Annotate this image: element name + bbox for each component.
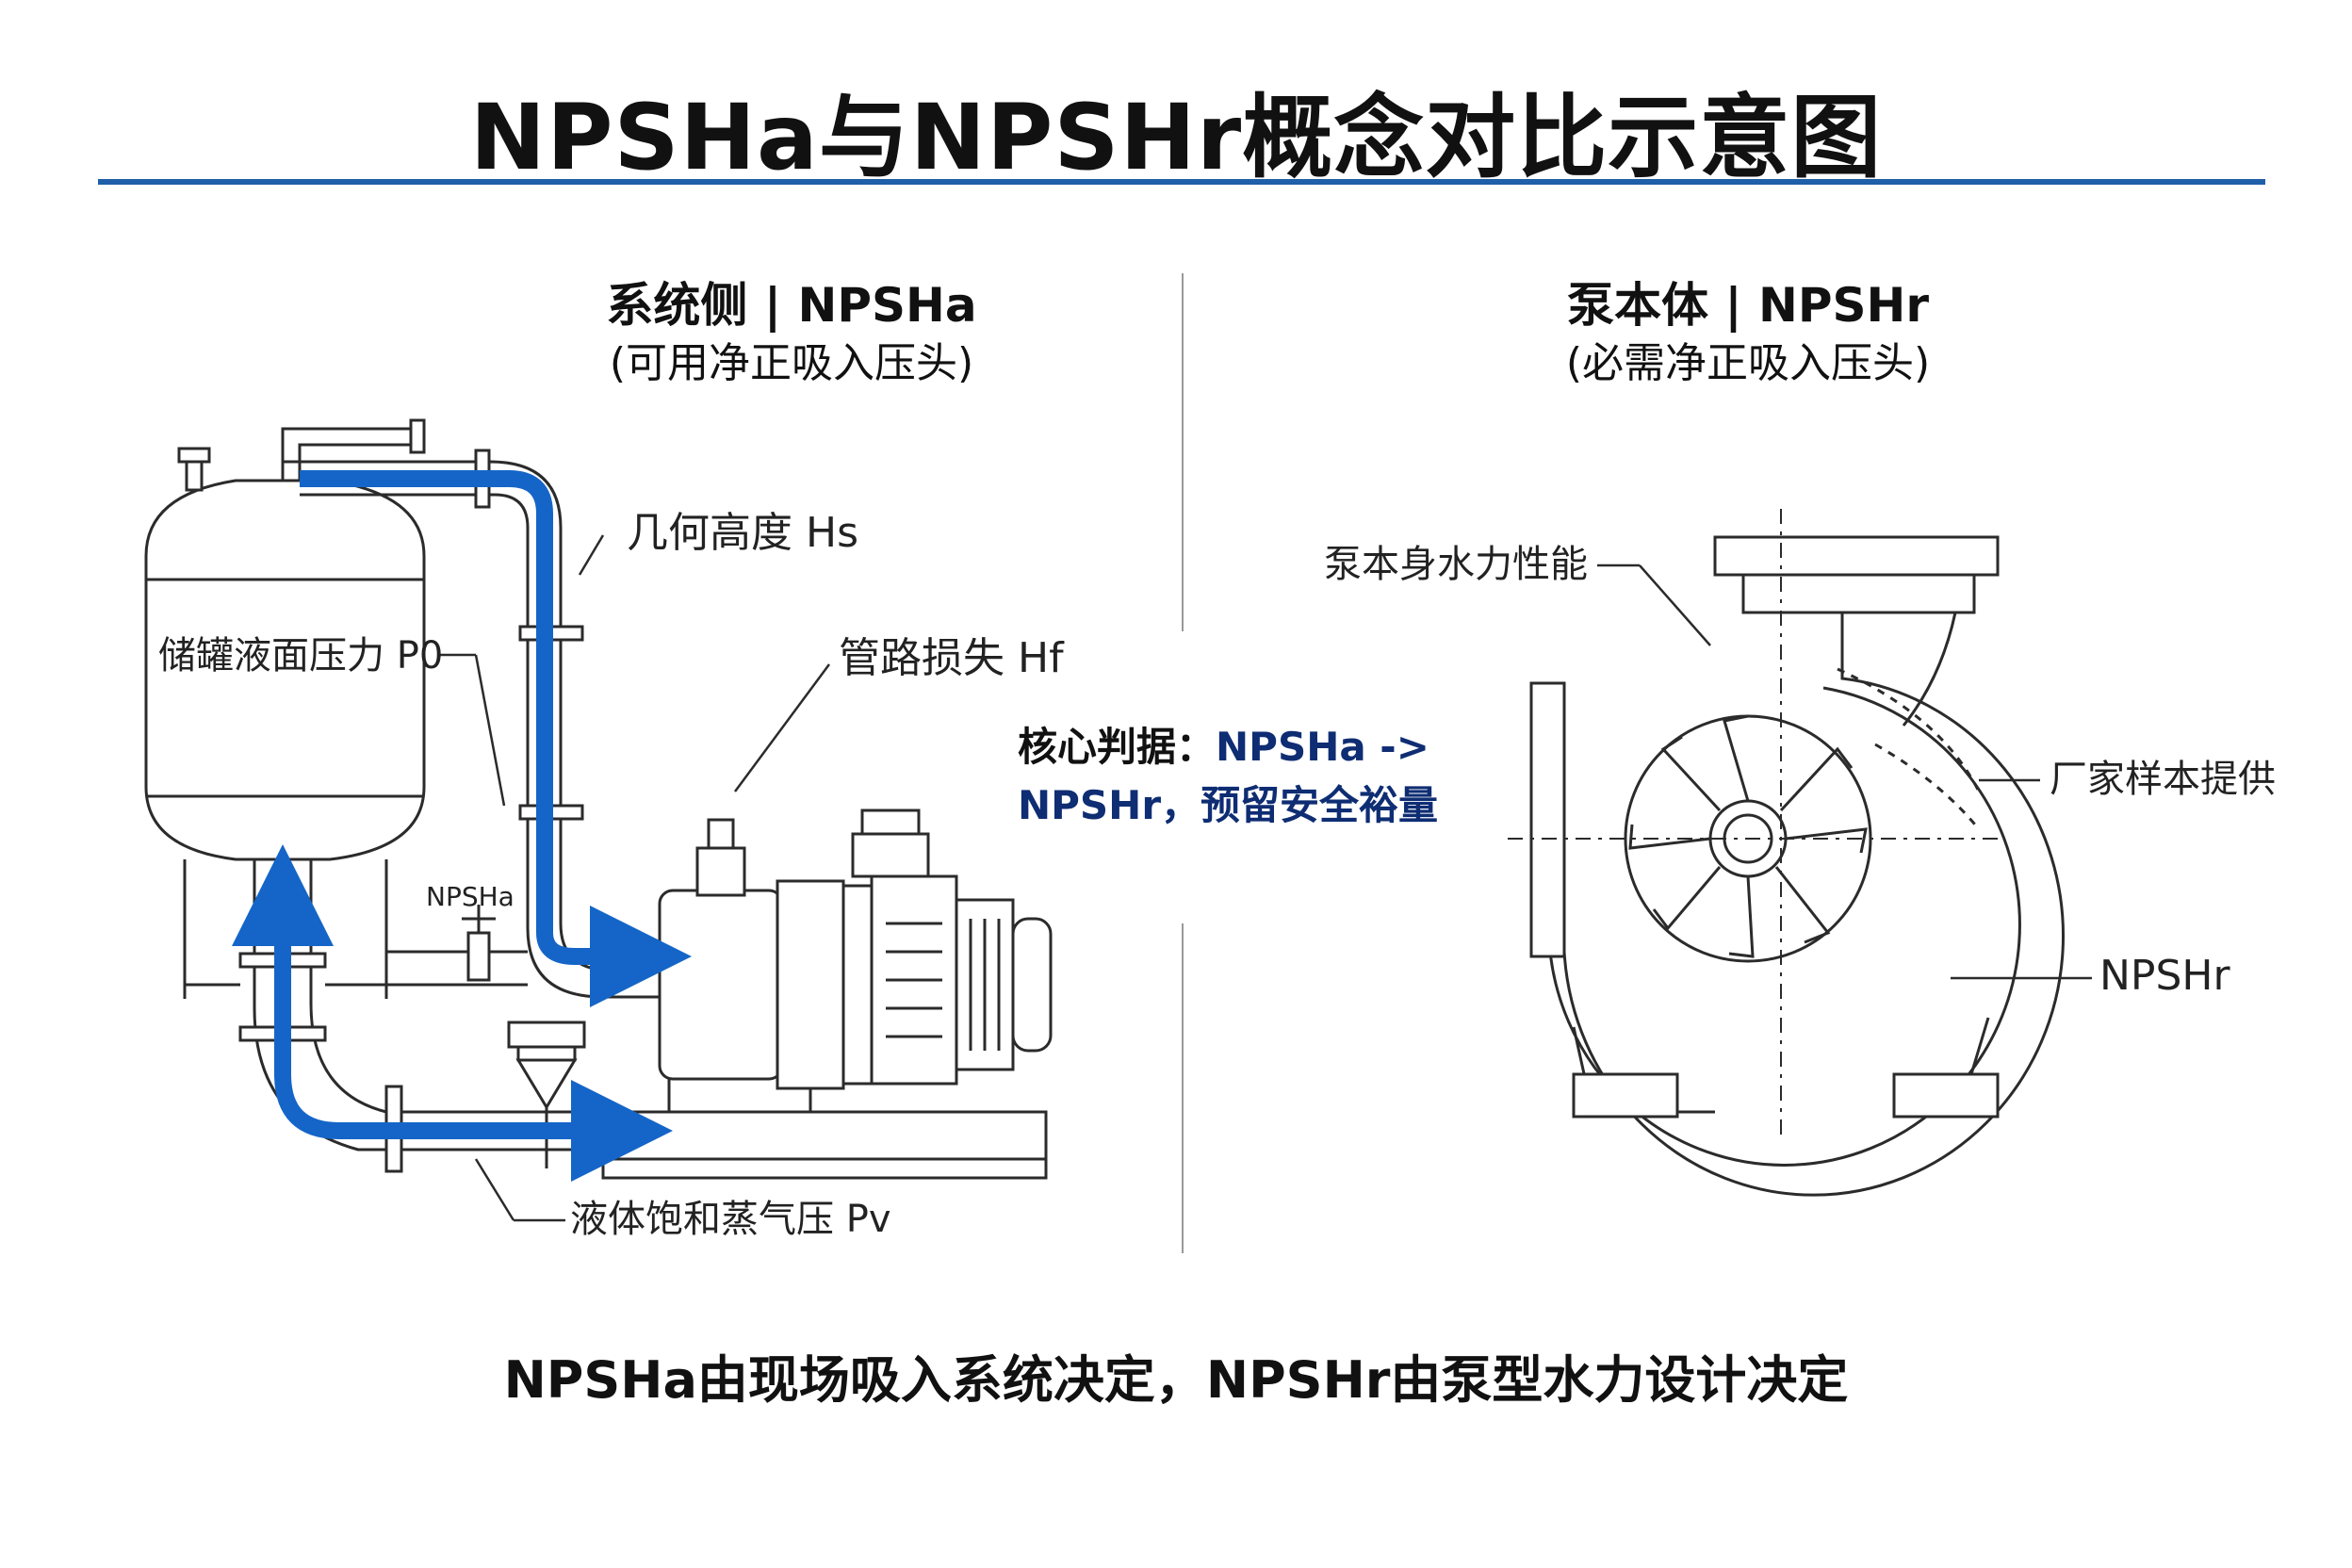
- storage-tank: [144, 447, 426, 999]
- vent-pipe: [281, 418, 426, 481]
- strainer: [507, 1021, 586, 1168]
- title-divider: [98, 179, 2265, 185]
- key-criterion-note: 核心判据：NPSHa -> NPSHr，预留安全裕量: [1018, 718, 1438, 835]
- suction-flow-arrow: [300, 470, 692, 1007]
- label-manufacturer-sample: 厂家样本提供: [2050, 758, 2276, 801]
- key-prefix: 核心判据：: [1018, 724, 1217, 770]
- flow-arrows: [232, 470, 692, 1182]
- pump-assembly: [601, 808, 1053, 1180]
- left-leader-lines: [438, 534, 831, 1222]
- pump-casing: [1529, 535, 2065, 1197]
- impeller: [1624, 667, 1981, 963]
- key-line2: NPSHr，预留安全裕量: [1018, 782, 1439, 828]
- left-subheading: (可用净正吸入压头): [609, 339, 974, 387]
- right-heading: 泵本体 | NPSHr: [1566, 278, 1930, 333]
- impeller-blades: [1628, 714, 1868, 958]
- left-heading: 系统侧 | NPSHa: [606, 278, 977, 333]
- label-npshr: NPSHr: [2099, 952, 2230, 1000]
- label-npsha-tag: NPSHa: [426, 881, 514, 912]
- label-hydraulic-performance: 泵本身水力性能: [1324, 543, 1588, 586]
- center-lines: [1508, 509, 1998, 1140]
- right-leader-lines: [1597, 564, 2092, 980]
- label-vapor-pressure: 液体饱和蒸气压 Pv: [570, 1198, 891, 1241]
- npsha-gauge-valve: [462, 905, 496, 982]
- footer-summary: NPSHa由现场吸入系统决定，NPSHr由泵型水力设计决定: [503, 1350, 1849, 1410]
- label-geometric-height: 几何高度 Hs: [627, 509, 858, 557]
- label-pipe-loss: 管路损失 Hf: [839, 634, 1064, 682]
- label-tank-pressure: 储罐液面压力 P0: [158, 634, 444, 678]
- right-section-header: 泵本体 | NPSHr (必需净正吸入压头): [1418, 275, 2078, 392]
- left-section-header: 系统侧 | NPSHa (可用净正吸入压头): [462, 275, 1121, 392]
- return-flow-arrow: [274, 1073, 673, 1182]
- right-subheading: (必需净正吸入压头): [1565, 339, 1931, 387]
- page-title: NPSHa与NPSHr概念对比示意图: [469, 85, 1883, 190]
- key-line1: NPSHa ->: [1216, 724, 1429, 770]
